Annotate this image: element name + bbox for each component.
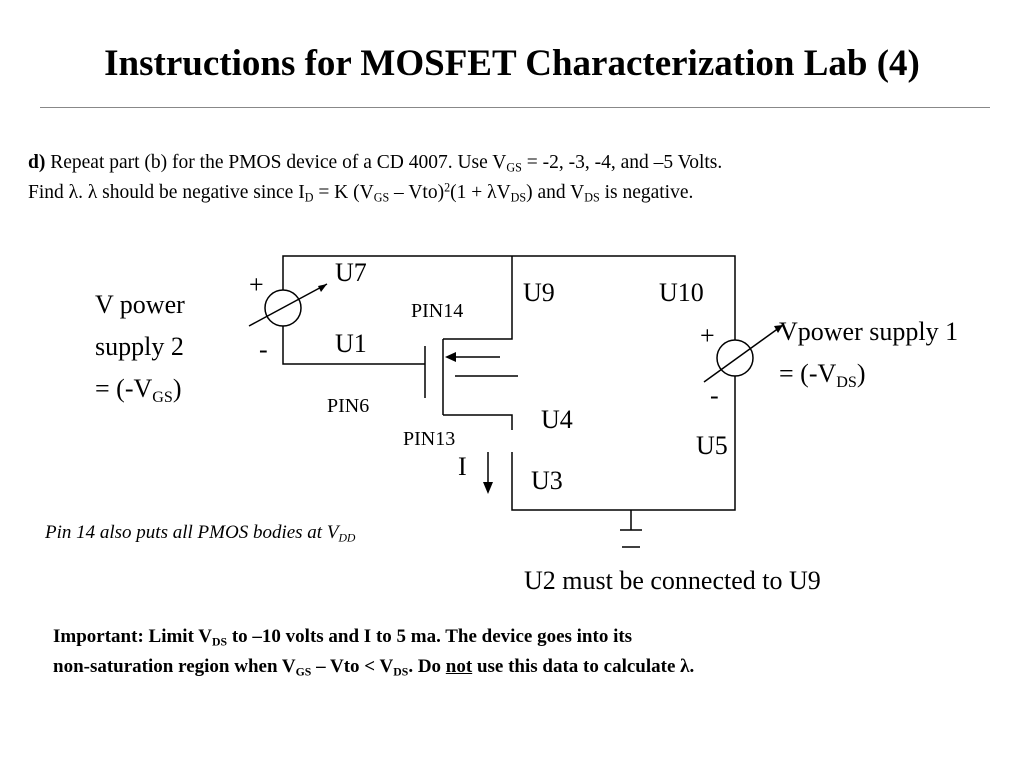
part-label: d)	[28, 152, 46, 173]
vgs-values: = -2, -3, -4, and –5 Volts.	[521, 152, 723, 173]
supply-2-line-3: = (-VGS)	[95, 374, 182, 406]
formula-sup: 2	[444, 180, 451, 195]
body-note: Pin 14 also puts all PMOS bodies at VDD	[45, 522, 356, 545]
connection-note: U2 must be connected to U9	[524, 566, 821, 595]
supply-1-label: Vpower supply 1 = (-VDS)	[779, 311, 958, 395]
supply-2-label: V power supply 2 = (-VGS)	[95, 284, 185, 410]
label-minus-right: -	[710, 381, 719, 410]
supply-1-circle	[716, 339, 754, 377]
supply-1-line-2: = (-VDS)	[779, 359, 866, 391]
wire-right-lower	[511, 376, 736, 511]
formula-text: – Vto)	[389, 182, 445, 203]
formula-text: = K (V	[313, 182, 374, 203]
label-u5: U5	[696, 431, 728, 460]
emphasis-not: not	[445, 656, 473, 677]
current-arrow-icon	[483, 482, 493, 494]
label-current: I	[458, 452, 467, 481]
formula-text: is negative.	[599, 182, 694, 203]
label-pin6: PIN6	[327, 395, 370, 417]
formula-sub: D	[304, 190, 314, 205]
label-pin14: PIN14	[411, 300, 464, 322]
instruction-line-1: d) Repeat part (b) for the PMOS device o…	[28, 148, 722, 177]
instruction-text: Repeat part (b) for the PMOS device of a…	[50, 152, 507, 173]
supply-2-line-2: supply 2	[95, 332, 184, 361]
page-title: Instructions for MOSFET Characterization…	[104, 43, 920, 84]
title-divider	[40, 107, 990, 108]
label-u4: U4	[541, 405, 573, 434]
supply-2-line-1: V power	[95, 290, 185, 319]
supply-1-line-1: Vpower supply 1	[779, 317, 959, 346]
important-note: Important: Limit VDS to –10 volts and I …	[53, 622, 694, 682]
formula-text: (1 + λV	[450, 182, 511, 203]
wire-drain	[443, 414, 513, 430]
important-line-1: Important: Limit VDS to –10 volts and I …	[53, 626, 633, 649]
formula-text: Find λ. λ should be negative since I	[28, 182, 305, 203]
supply-1-arrow-icon	[774, 325, 783, 333]
label-pin13: PIN13	[403, 428, 456, 450]
instruction-line-2: Find λ. λ should be negative since ID = …	[28, 178, 693, 207]
label-u7: U7	[335, 258, 367, 287]
supply-2-arrow-icon	[318, 284, 327, 292]
label-u3: U3	[531, 466, 563, 495]
label-u9: U9	[523, 278, 555, 307]
formula-text: ) and V	[526, 182, 585, 203]
formula-sub: DS	[510, 190, 527, 205]
label-u10: U10	[659, 278, 704, 307]
label-u1: U1	[335, 329, 367, 358]
label-plus-right: +	[700, 321, 715, 350]
label-minus-left: -	[259, 335, 268, 364]
formula-sub: DS	[584, 190, 600, 205]
mosfet-body-arrow-icon	[445, 352, 456, 362]
label-plus-left: +	[249, 270, 264, 299]
important-line-2: non-saturation region when VGS – Vto < V…	[53, 656, 695, 679]
wire-top	[282, 255, 736, 340]
wire-gate-loop	[282, 326, 425, 365]
vgs-subscript: GS	[506, 160, 522, 175]
formula-sub: GS	[373, 190, 390, 205]
wire-source	[443, 256, 513, 340]
